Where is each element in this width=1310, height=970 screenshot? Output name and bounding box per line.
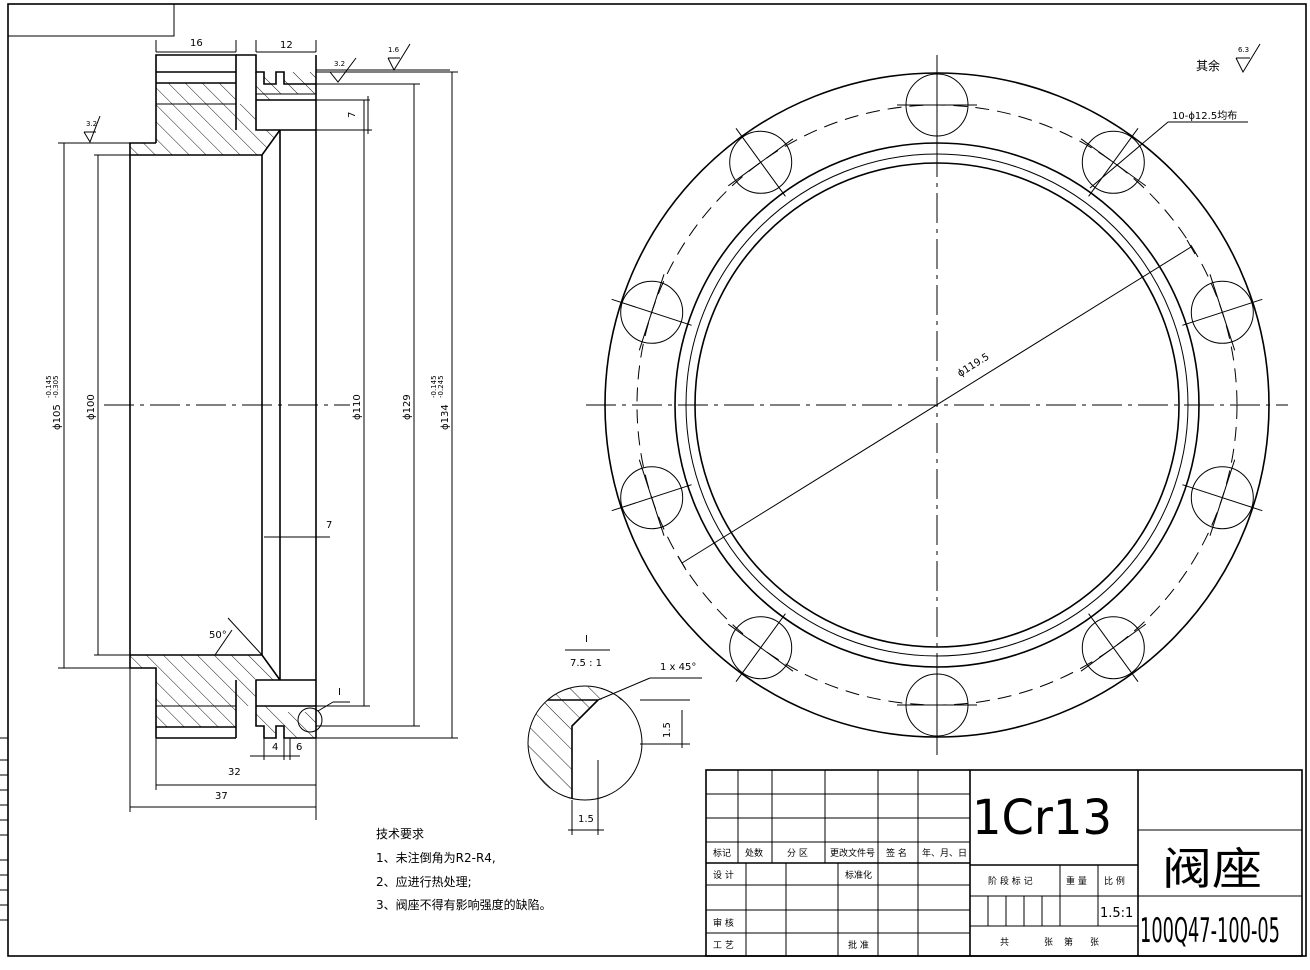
tech-req-1: 1、未注倒角为R2-R4, (376, 850, 496, 865)
detail-width: 1.5 (578, 814, 594, 825)
detail-label: I (585, 634, 588, 645)
bolt-hole (620, 280, 684, 344)
dim-32: 32 (228, 767, 241, 778)
bolt-hole-tangent-line (728, 623, 794, 672)
bore-dim-line (681, 246, 1192, 564)
section-view: ϕ105 -0.145 -0.305 ϕ100 ϕ110 ϕ129 ϕ134 -… (45, 38, 458, 820)
bolt-holes (611, 63, 1263, 747)
dim-phi129: ϕ129 (402, 394, 413, 420)
tech-req-title: 技术要求 (376, 827, 424, 841)
tb-sheets2: 张 (1090, 937, 1099, 948)
bolt-hole (1081, 616, 1145, 680)
dim-groove-7: 7 (347, 112, 358, 118)
bolt-hole-tangent-line (1209, 459, 1236, 536)
svg-text:3.2: 3.2 (334, 60, 345, 68)
bolt-hole (729, 130, 793, 194)
svg-text:1.6: 1.6 (388, 46, 400, 54)
tb-design: 设 计 (713, 869, 734, 881)
bolt-hole-tangent-line (638, 274, 665, 351)
dim-phi100: ϕ100 (86, 394, 97, 420)
tb-weight: 重 量 (1066, 875, 1087, 887)
tb-zone: 分 区 (787, 848, 808, 859)
bolt-hole (1190, 466, 1254, 530)
top-left-stamp-box (7, 3, 175, 37)
rest-roughness: 6.3 (1238, 46, 1249, 54)
tb-ratio: 比 例 (1104, 875, 1125, 887)
tb-drawing-number: 100Q47-100-05 (1140, 911, 1280, 951)
svg-text:3.2: 3.2 (86, 120, 97, 128)
tb-material: 1Cr13 (972, 790, 1112, 846)
dim-16: 16 (190, 38, 203, 49)
dim-6: 6 (296, 742, 302, 753)
tb-date: 年、月、日 (922, 847, 967, 859)
detail-ref-label: I (338, 687, 341, 698)
plan-view: ϕ119.5 10-ϕ12.5均布 其余 6.3 (586, 43, 1288, 755)
diameter-dimensions (58, 71, 458, 739)
tb-process: 工 艺 (713, 940, 734, 951)
bolt-hole-tangent-line (638, 459, 665, 536)
bolt-hole-tangent-line (1080, 138, 1146, 187)
tech-req-2: 2、应进行热处理; (376, 874, 472, 889)
dim-phi119-5: ϕ119.5 (956, 352, 992, 380)
dim-12: 12 (280, 40, 293, 51)
dim-phi134: ϕ134 (440, 404, 451, 430)
dim-phi134-tol-upper: -0.145 (430, 375, 438, 398)
tb-approve: 批 准 (848, 939, 869, 951)
tb-count: 处数 (745, 847, 763, 859)
dim-inner-7: 7 (326, 520, 332, 531)
tech-req-3: 3、阀座不得有影响强度的缺陷。 (376, 897, 552, 912)
tech-requirements: 技术要求 1、未注倒角为R2-R4, 2、应进行热处理; 3、阀座不得有影响强度… (376, 827, 552, 912)
bolt-hole-callout: 10-ϕ12.5均布 (1172, 110, 1237, 122)
detail-scale: 7.5 : 1 (570, 658, 602, 669)
roughness-symbol-3: 3.2 (329, 57, 357, 83)
bolt-hole (1190, 280, 1254, 344)
tb-standardize: 标准化 (845, 869, 872, 881)
tb-review: 审 核 (713, 917, 734, 929)
bolt-hole-tangent-line (1209, 274, 1236, 351)
roughness-symbol-1: 3.2 (83, 115, 101, 144)
detail-view: I 7.5 : 1 1 x 45° 1.5 1.5 (527, 634, 702, 835)
dim-4: 4 (272, 742, 278, 753)
detail-marker-circle (297, 707, 323, 733)
tb-stage-mark: 阶 段 标 记 (988, 875, 1033, 887)
detail-height: 1.5 (662, 722, 673, 738)
tb-signature: 签 名 (886, 847, 907, 859)
sheet-frame (0, 3, 1307, 957)
title-block: 标记 处数 分 区 更改文件号 签 名 年、月、日 设 计 标准化 审 核 工 … (705, 769, 1303, 957)
bolt-hole-tangent-line (728, 138, 794, 187)
dim-phi105-tol-upper: -0.145 (45, 375, 53, 398)
dim-phi110: ϕ110 (352, 394, 363, 420)
dim-phi105-tol-lower: -0.305 (52, 375, 60, 398)
section-hatch (130, 72, 316, 738)
tb-sheet-no: 第 (1064, 936, 1073, 948)
dim-37: 37 (215, 791, 228, 802)
tb-change-doc: 更改文件号 (830, 847, 875, 859)
dim-phi105: ϕ105 (52, 404, 63, 430)
tb-part-name: 阀座 (1162, 844, 1262, 895)
tb-total: 共 (1000, 937, 1009, 948)
bolt-hole (729, 616, 793, 680)
rest-label: 其余 (1196, 58, 1220, 73)
bolt-hole (620, 466, 684, 530)
tb-sheets: 张 (1044, 937, 1053, 948)
roughness-symbol-2: 1.6 (387, 43, 450, 72)
tb-mark: 标记 (713, 847, 731, 859)
dim-phi134-tol-lower: -0.245 (437, 375, 445, 398)
bolt-hole-tangent-line (1080, 623, 1146, 672)
bolt-hole (1081, 130, 1145, 194)
tb-scale-value: 1.5:1 (1100, 906, 1133, 921)
dim-angle-50: 50° (209, 630, 227, 641)
detail-chamfer: 1 x 45° (660, 662, 696, 673)
